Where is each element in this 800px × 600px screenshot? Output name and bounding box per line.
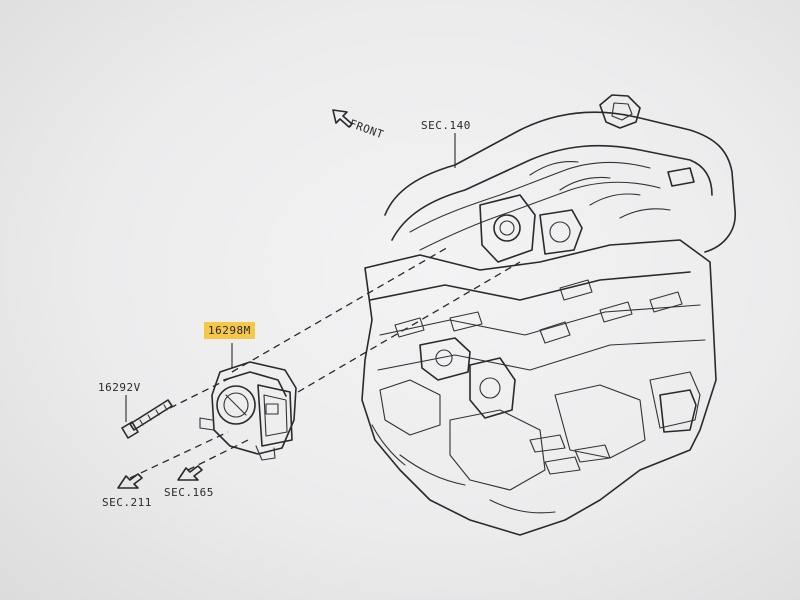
engine-block [361, 94, 736, 536]
bolt-part [121, 399, 173, 439]
part-number-throttle-body[interactable]: 16298M [204, 322, 255, 339]
assembly-line-lower [297, 261, 521, 393]
sec-211-label[interactable]: SEC.211 [102, 496, 152, 509]
sec-211-arrow-icon [117, 473, 143, 489]
assembly-line-upper [231, 245, 451, 373]
sec-165-arrow-icon [177, 465, 203, 481]
assembly-line-sec211 [129, 431, 229, 479]
sec-140-label[interactable]: SEC.140 [421, 119, 471, 132]
front-arrow-icon [332, 109, 353, 128]
sec-165-label[interactable]: SEC.165 [164, 486, 214, 499]
assembly-line-sec165 [187, 439, 249, 471]
throttle-body [199, 361, 297, 461]
part-number-bolt[interactable]: 16292V [98, 381, 141, 394]
